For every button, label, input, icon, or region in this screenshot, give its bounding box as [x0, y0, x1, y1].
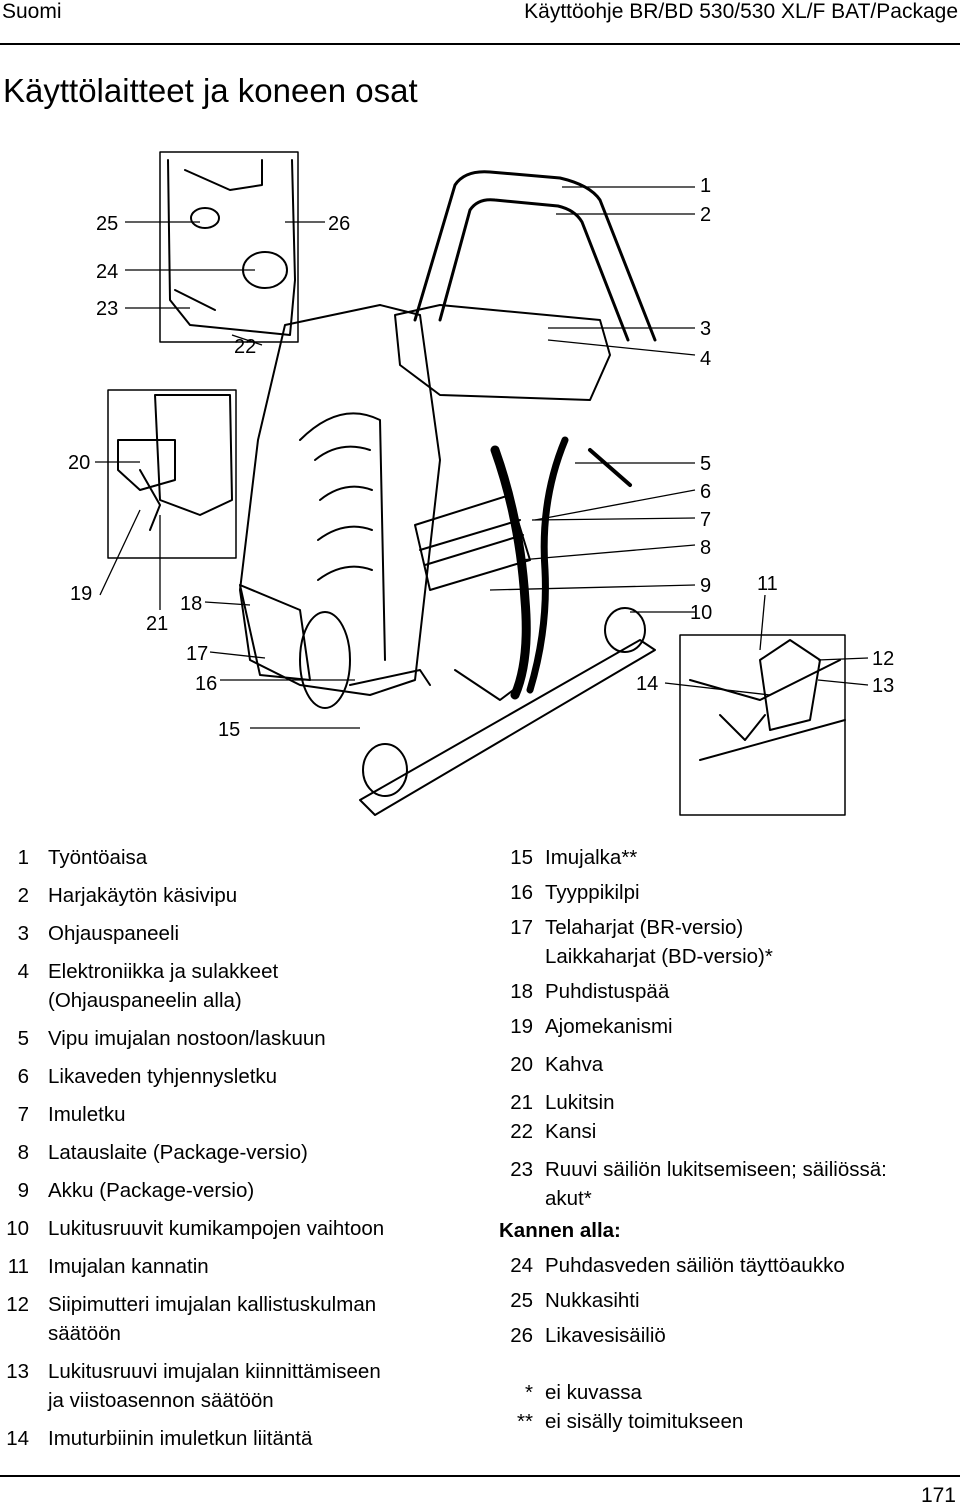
- callout-5: 5: [700, 453, 711, 475]
- footnote: **ei sisälly toimitukseen: [517, 1410, 744, 1433]
- callout-1: 1: [700, 175, 711, 197]
- suction-hose: [490, 445, 531, 700]
- page-number: 171: [920, 1484, 956, 1507]
- squeegee-wheel-left: [362, 743, 408, 797]
- callout-24: 24: [96, 261, 118, 283]
- inset-tank-frame: [159, 151, 299, 343]
- squeegee-lever: [588, 448, 632, 487]
- callout-23: 23: [96, 298, 118, 320]
- callout-9: 9: [700, 575, 711, 597]
- machine-parts-illustration: 1 2 3 4 5 6 7 8 9 10 11 12 13 14 15 16 1…: [68, 151, 894, 816]
- callout-16: 16: [195, 673, 217, 695]
- header-manual-title: Käyttöohje BR/BD 530/530 XL/F BAT/Packag…: [524, 0, 958, 23]
- callout-14: 14: [636, 673, 658, 695]
- header-language: Suomi: [2, 0, 62, 23]
- callout-25: 25: [96, 213, 118, 235]
- control-panel: [394, 304, 611, 401]
- machine-body: [239, 304, 441, 696]
- page-title: Käyttölaitteet ja koneen osat: [3, 72, 418, 109]
- callout-21: 21: [146, 613, 168, 635]
- header-rule: [0, 43, 960, 45]
- under-lid-heading: Kannen alla:: [499, 1219, 621, 1242]
- wheel: [299, 611, 351, 709]
- footnote: *ei kuvassa: [525, 1381, 642, 1404]
- callout-15: 15: [218, 719, 240, 741]
- callout-3: 3: [700, 318, 711, 340]
- callout-4: 4: [700, 348, 711, 370]
- callout-20: 20: [68, 452, 90, 474]
- callout-6: 6: [700, 481, 711, 503]
- footer-rule: [0, 1475, 960, 1477]
- callout-12: 12: [872, 648, 894, 670]
- squeegee-wheel-right: [604, 607, 646, 653]
- callout-8: 8: [700, 537, 711, 559]
- callout-7: 7: [700, 509, 711, 531]
- callout-18: 18: [180, 593, 202, 615]
- inset-squeegee-frame: [679, 634, 846, 816]
- callout-11: 11: [757, 573, 778, 595]
- squeegee-bar: [359, 639, 656, 816]
- callout-26: 26: [328, 213, 350, 235]
- callout-10: 10: [690, 602, 712, 624]
- push-handle: [413, 170, 657, 342]
- callout-13: 13: [872, 675, 894, 697]
- inset-handle-frame: [107, 389, 237, 559]
- callout-2: 2: [700, 204, 711, 226]
- callout-22: 22: [234, 336, 256, 358]
- callout-17: 17: [186, 643, 208, 665]
- battery: [414, 494, 531, 591]
- callout-19: 19: [70, 583, 92, 605]
